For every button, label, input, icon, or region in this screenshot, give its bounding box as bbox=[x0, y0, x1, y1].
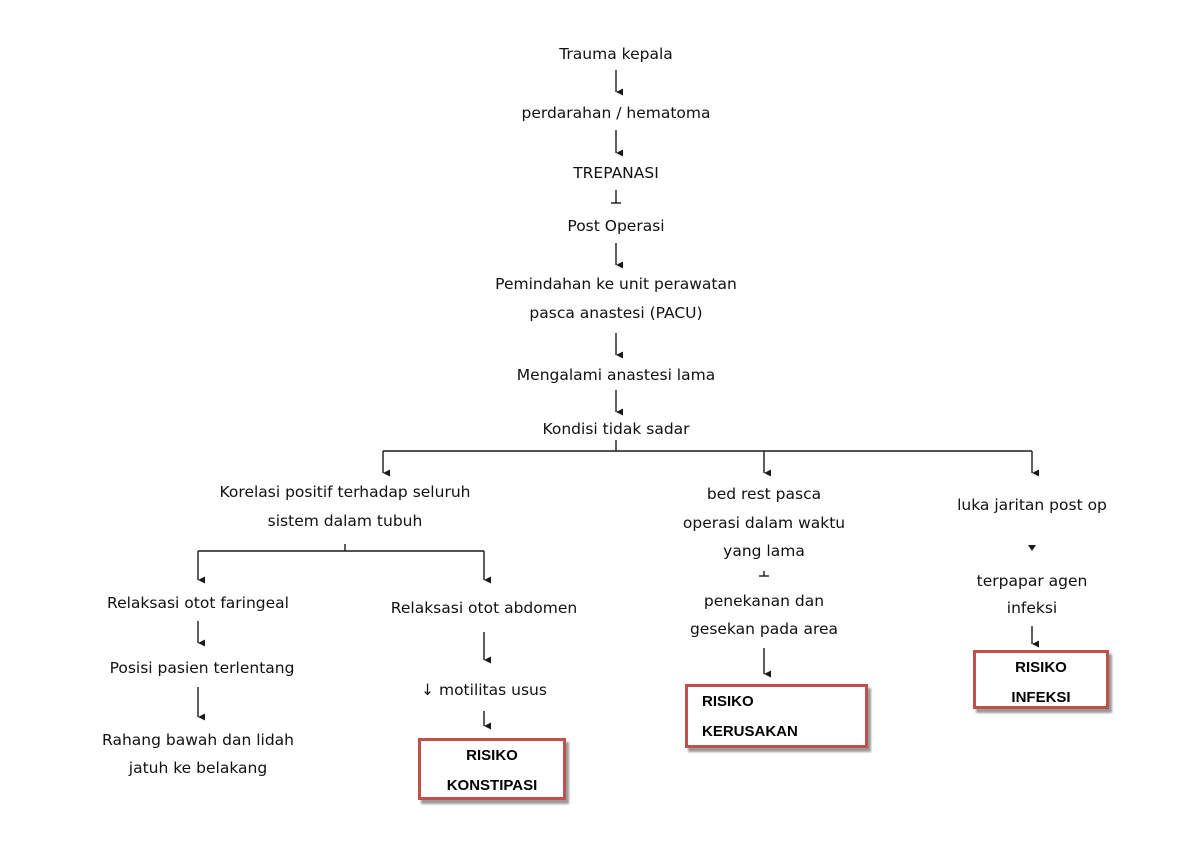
node-post-operasi: Post Operasi bbox=[567, 217, 665, 235]
node-bedrest-line-2: operasi dalam waktu bbox=[682, 514, 846, 532]
risk-konstipasi-label-2: KONSTIPASI bbox=[446, 777, 538, 794]
node-trepanasi: TREPANASI bbox=[573, 164, 659, 182]
node-motilitas-usus: ↓ motilitas usus bbox=[421, 681, 547, 699]
risk-box-infeksi: RISIKO INFEKSI bbox=[973, 650, 1109, 709]
risk-infeksi-label-1: RISIKO bbox=[1015, 659, 1067, 676]
node-perdarahan: perdarahan / hematoma bbox=[521, 104, 711, 122]
risk-kerusakan-label-2: KERUSAKAN bbox=[702, 723, 798, 740]
node-pemindahan-line-2: pasca anastesi (PACU) bbox=[529, 304, 703, 322]
node-terpapar-line-2: infeksi bbox=[1006, 599, 1058, 617]
arrow-luka-terpapar bbox=[1028, 545, 1036, 551]
node-luka-jaritan: luka jaritan post op bbox=[957, 496, 1107, 514]
node-terpapar-line-1: terpapar agen bbox=[976, 572, 1088, 590]
risk-kerusakan-label-1: RISIKO bbox=[702, 693, 754, 710]
node-pemindahan-line-1: Pemindahan ke unit perawatan bbox=[495, 275, 737, 293]
node-posisi-terlentang: Posisi pasien terlentang bbox=[109, 659, 295, 677]
node-trauma-kepala: Trauma kepala bbox=[559, 45, 673, 63]
risk-infeksi-label-2: INFEKSI bbox=[1011, 689, 1071, 706]
node-relaksasi-abdomen: Relaksasi otot abdomen bbox=[390, 599, 578, 617]
node-rahang-line-1: Rahang bawah dan lidah bbox=[102, 731, 294, 749]
node-anastesi-lama: Mengalami anastesi lama bbox=[516, 366, 716, 384]
risk-konstipasi-label-1: RISIKO bbox=[466, 747, 518, 764]
node-kondisi-tidak-sadar: Kondisi tidak sadar bbox=[542, 420, 690, 438]
risk-box-kerusakan: RISIKO KERUSAKAN bbox=[685, 684, 868, 748]
risk-box-konstipasi: RISIKO KONSTIPASI bbox=[418, 738, 566, 800]
node-bedrest-line-3: yang lama bbox=[723, 542, 805, 560]
node-penekanan-line-1: penekanan dan bbox=[703, 592, 825, 610]
node-korelasi-line-1: Korelasi positif terhadap seluruh bbox=[219, 483, 471, 501]
node-korelasi-line-2: sistem dalam tubuh bbox=[267, 512, 423, 530]
node-rahang-line-2: jatuh ke belakang bbox=[128, 759, 268, 777]
node-penekanan-line-2: gesekan pada area bbox=[689, 620, 839, 638]
node-relaksasi-faringeal: Relaksasi otot faringeal bbox=[107, 594, 289, 612]
node-bedrest-line-1: bed rest pasca bbox=[706, 485, 822, 503]
